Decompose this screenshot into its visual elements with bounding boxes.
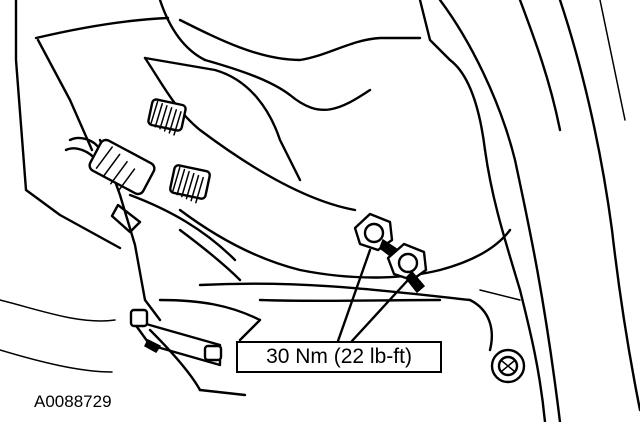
- callout-leader-lines: [336, 248, 410, 343]
- flange-bolt-icon: [353, 212, 400, 260]
- flange-bolt-icon: [386, 242, 428, 294]
- threaded-stud-icon: [147, 98, 187, 136]
- drain-plug-icon: [490, 348, 526, 384]
- threaded-stud-icon: [169, 164, 211, 204]
- bracket-fastener-icon: [129, 308, 223, 362]
- sensor-connector: [64, 136, 156, 196]
- torque-callout: 30 Nm (22 lb-ft): [236, 341, 442, 373]
- figure-id: A0088729: [34, 392, 112, 411]
